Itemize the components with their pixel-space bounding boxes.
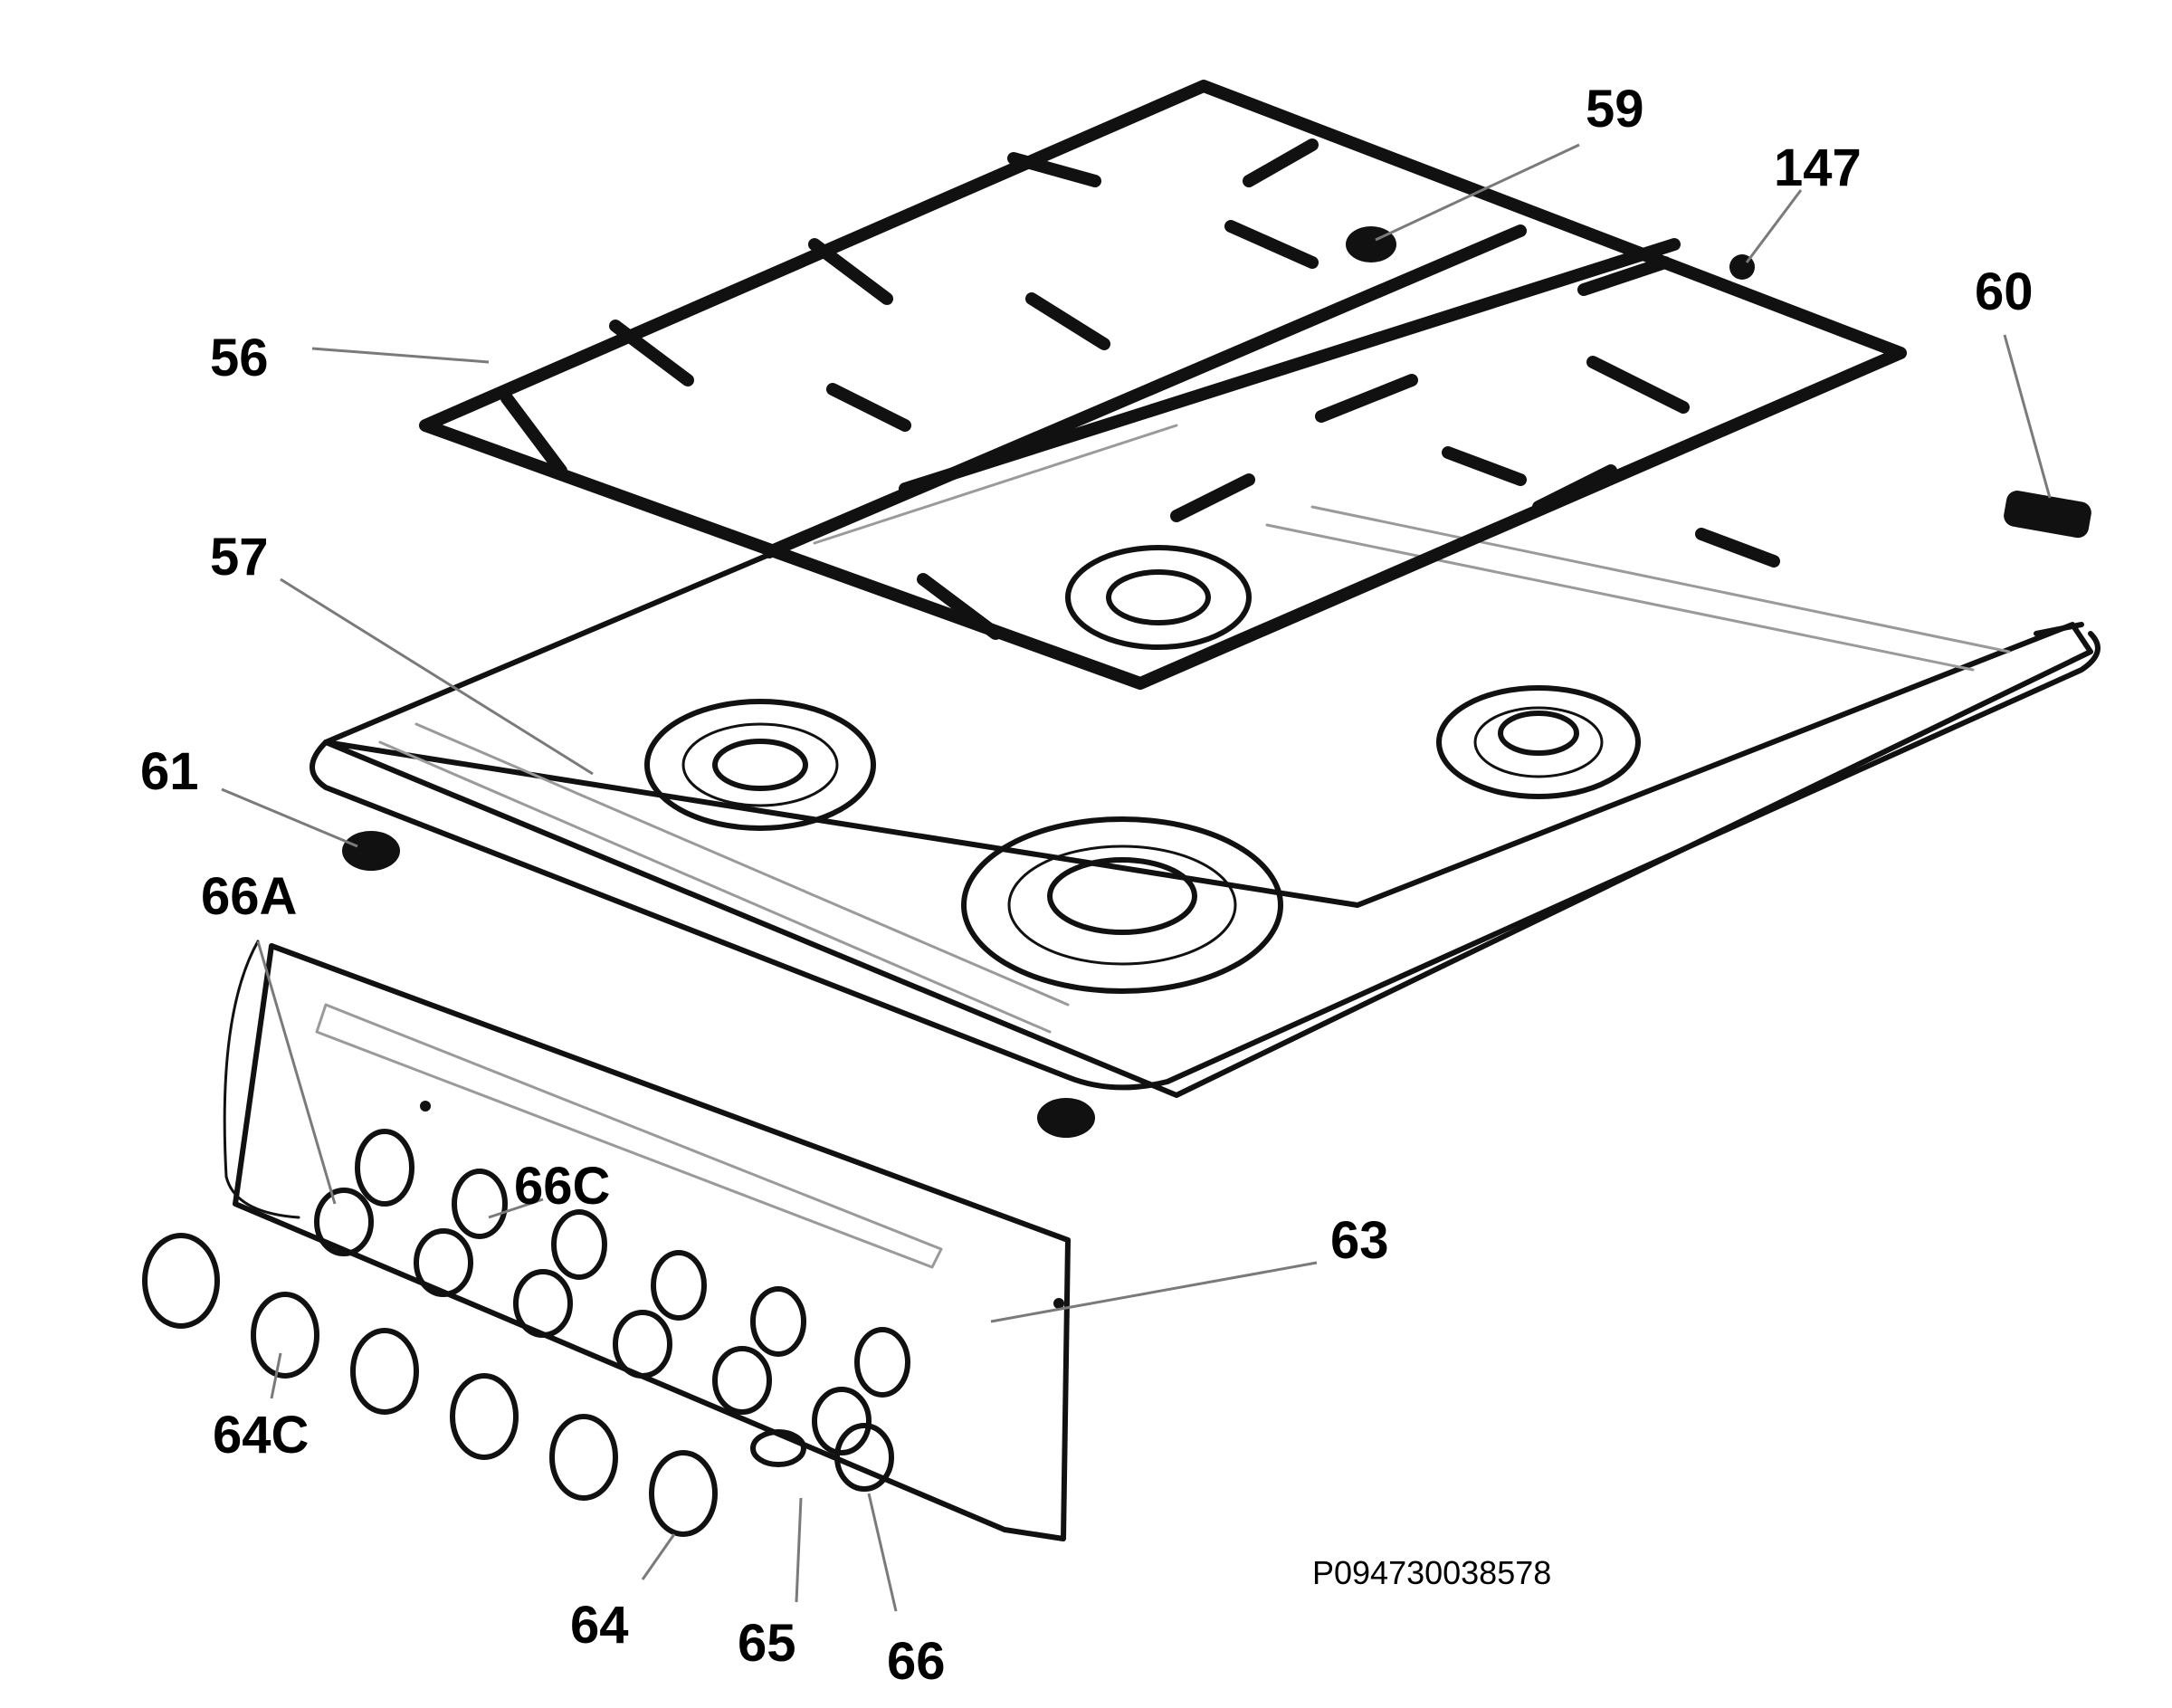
burner-rear-center: [1065, 545, 1252, 650]
rubber-foot-61-left: [342, 831, 400, 871]
label-61: 61: [140, 742, 199, 801]
label-56: 56: [210, 329, 269, 387]
label-57: 57: [210, 528, 269, 587]
fixing-clip-60: [2004, 491, 2091, 539]
label-66C: 66C: [514, 1157, 610, 1216]
grid-rubber-foot-59: [1346, 226, 1396, 262]
label-63: 63: [1330, 1211, 1389, 1270]
label-60: 60: [1975, 262, 2034, 321]
burner-front-right: [1436, 685, 1641, 799]
label-66A: 66A: [201, 867, 297, 926]
burner-front-center: [961, 816, 1283, 994]
burner-front-left: [644, 699, 876, 831]
drawing-code: P094730038578: [1312, 1554, 1551, 1591]
thermocouple-wire-66A: [223, 940, 300, 1219]
label-66: 66: [887, 1632, 946, 1691]
control-knobs: [142, 1129, 910, 1537]
label-64C: 64C: [213, 1406, 309, 1465]
control-panel-63: [233, 943, 1071, 1541]
hob-top-panel: [310, 424, 2101, 1098]
label-147: 147: [1774, 138, 1862, 197]
label-64: 64: [570, 1596, 629, 1655]
label-59: 59: [1586, 80, 1644, 138]
pan-support-grid: [419, 80, 1907, 690]
leader-lines: [221, 143, 2052, 1612]
label-65: 65: [738, 1614, 796, 1673]
rubber-foot-61-front: [1037, 1098, 1095, 1138]
